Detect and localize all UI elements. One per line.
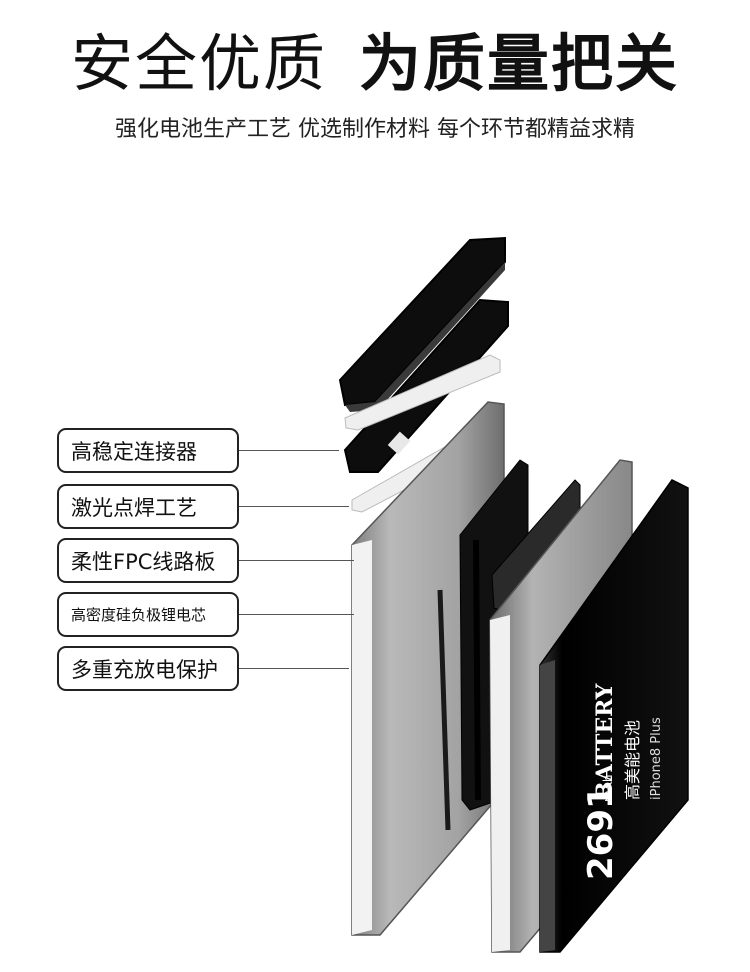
headline-light: 安全优质 (70, 27, 327, 100)
battery-model: iPhone8 Plus (649, 717, 664, 800)
leader-line-laser-welding (239, 506, 349, 507)
battery-chinese-brand: 高美能电池 (623, 720, 642, 800)
battery-capacity: 2691 (581, 785, 621, 880)
leader-line-protection (239, 668, 349, 669)
feature-label-protection: 多重充放电保护 (57, 646, 239, 691)
subheadline: 强化电池生产工艺 优选制作材料 每个环节都精益求精 (115, 117, 635, 142)
feature-label-connector: 高稳定连接器 (57, 428, 239, 473)
leader-line-fpc (239, 560, 354, 561)
headline: 安全优质为质量把关 (0, 28, 750, 100)
leader-line-cell (239, 614, 354, 615)
feature-label-cell: 高密度硅负极锂电芯 (57, 592, 239, 637)
battery-capacity-unit: mAh (601, 774, 615, 802)
headline-bold: 为质量把关 (359, 27, 680, 100)
connector-pad-top (338, 236, 506, 412)
feature-label-fpc: 柔性FPC线路板 (57, 538, 239, 583)
lithium-cell: BATTERY 高美能电池 iPhone8 Plus 2691 mAh (539, 479, 689, 953)
feature-label-laser-welding: 激光点焊工艺 (57, 484, 239, 529)
battery-brand-text: BATTERY (592, 683, 618, 800)
leader-line-connector (239, 450, 339, 451)
